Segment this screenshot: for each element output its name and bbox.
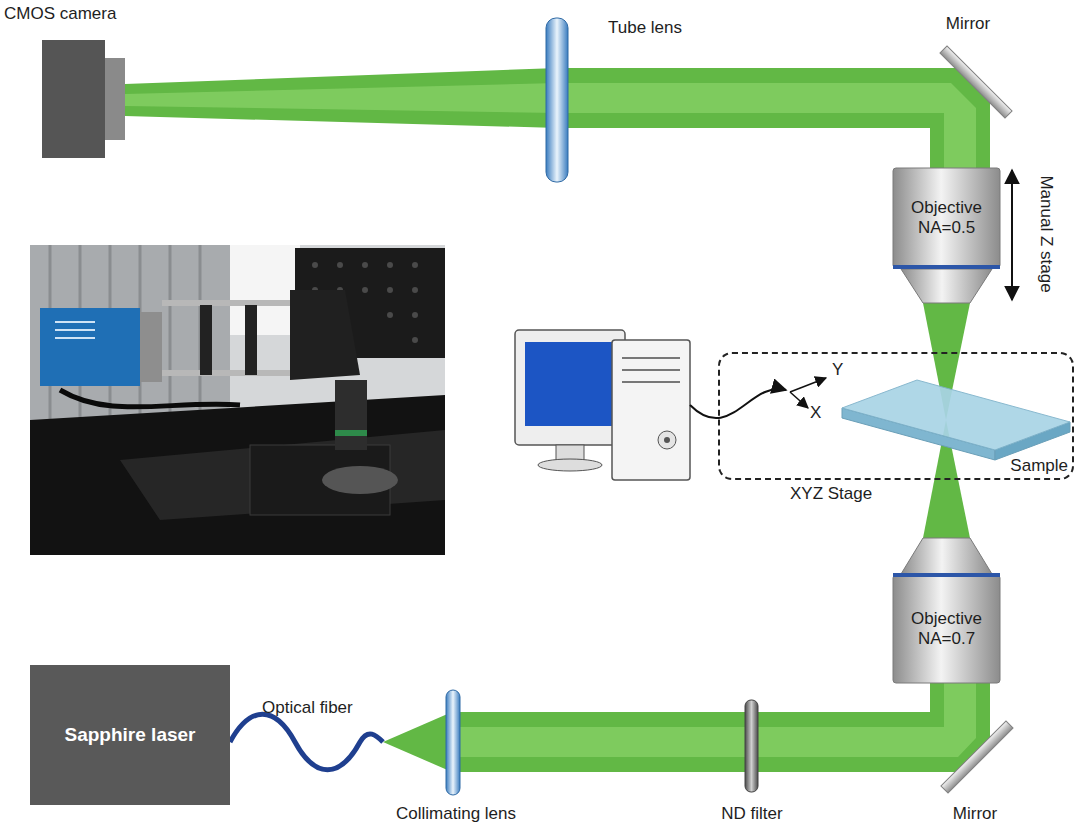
z-arrow — [1011, 170, 1013, 300]
mirror — [941, 721, 1013, 793]
part-label: CMOS camera — [4, 4, 116, 24]
stage-label: Manual Z stage — [1036, 175, 1056, 292]
cable — [690, 389, 786, 418]
cmos-camera — [42, 40, 125, 158]
sample-name: Sample — [1010, 456, 1068, 476]
stage-heading: XYZ Stage — [790, 484, 872, 504]
axis-label: X — [810, 403, 821, 423]
objective-lens: Objective NA=0.7 — [893, 538, 1000, 683]
laser-source: Sapphire laser — [30, 665, 230, 805]
tube-lens — [546, 18, 568, 182]
collimating-lens — [446, 690, 460, 795]
nd-filter — [745, 700, 758, 792]
axis-label: Y — [832, 360, 843, 380]
objective-name: Objective NA=0.5 — [903, 198, 991, 239]
part-label: Collimating lens — [396, 804, 516, 824]
part-label: Mirror — [953, 804, 997, 824]
axis-arrow — [790, 378, 826, 392]
axis-arrow — [790, 392, 808, 408]
sample-slide: Sample — [837, 374, 1074, 478]
objective-name: Objective NA=0.7 — [903, 609, 991, 650]
part-label: ND filter — [721, 804, 782, 824]
part-label: Tube lens — [608, 18, 682, 38]
mirror — [940, 46, 1012, 118]
objective-lens: Objective NA=0.5 — [893, 168, 1000, 303]
laser-name: Sapphire laser — [65, 724, 196, 747]
computer — [515, 330, 690, 480]
part-label: Mirror — [946, 14, 990, 34]
part-label: Optical fiber — [262, 698, 353, 718]
xyz-stage: SampleXYZ Stage — [718, 352, 1074, 480]
optical-fiber — [230, 714, 383, 770]
setup-photo — [30, 245, 445, 555]
